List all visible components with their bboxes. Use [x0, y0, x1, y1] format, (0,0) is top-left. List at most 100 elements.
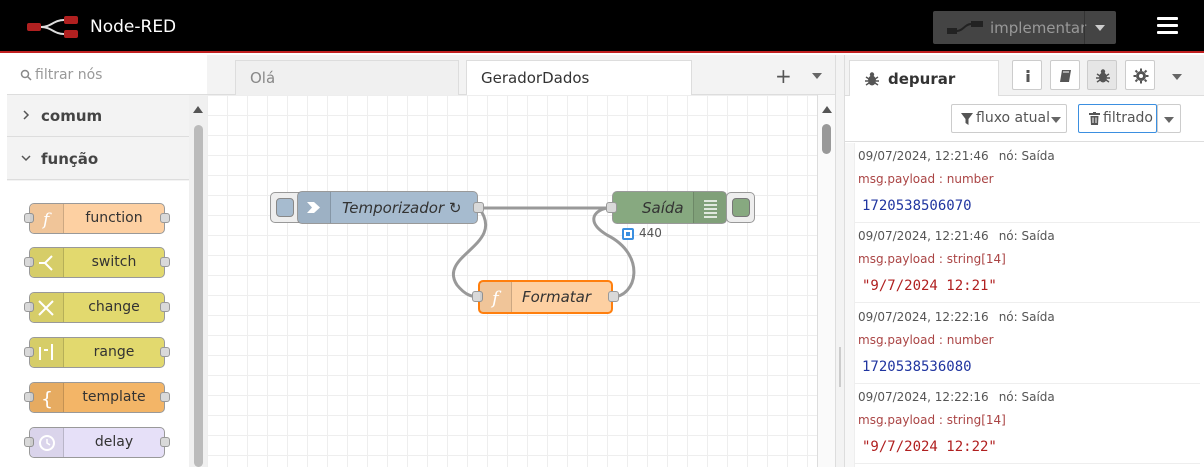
- palette-node-switch[interactable]: switch: [24, 247, 170, 278]
- message-path[interactable]: msg.payload : string[14]: [858, 252, 1006, 266]
- flow-node-label: Formatar: [522, 288, 592, 306]
- input-port[interactable]: [472, 291, 483, 302]
- bug-icon: [865, 72, 879, 86]
- config-tab-button[interactable]: [1125, 60, 1155, 90]
- flow-wires: [451, 206, 636, 299]
- search-icon: [20, 69, 32, 81]
- chevron-right-icon: [23, 110, 30, 120]
- splitter-grip[interactable]: [839, 347, 841, 387]
- message-node[interactable]: nó: Saída: [998, 229, 1055, 243]
- input-port: [24, 437, 34, 447]
- scroll-up-icon[interactable]: [822, 105, 832, 113]
- help-tab-button[interactable]: [1050, 60, 1080, 90]
- message-node[interactable]: nó: Saída: [998, 149, 1055, 163]
- info-tab-button[interactable]: [1012, 60, 1042, 90]
- main-menu-hamburger-icon[interactable]: [1157, 17, 1178, 35]
- palette-scroll-thumb[interactable]: [194, 125, 203, 467]
- flow-node-saida[interactable]: Saída: [606, 191, 727, 224]
- tab-label: GeradorDados: [481, 69, 590, 87]
- chevron-down-icon: [21, 155, 31, 162]
- palette-category-funcao[interactable]: função: [7, 138, 189, 180]
- palette-node-range[interactable]: range: [24, 337, 170, 368]
- message-path[interactable]: msg.payload : string[14]: [858, 413, 1006, 427]
- function-icon: f: [30, 204, 64, 233]
- scroll-up-icon[interactable]: [193, 105, 203, 113]
- message-node[interactable]: nó: Saída: [998, 390, 1055, 404]
- add-flow-button[interactable]: +: [775, 64, 792, 88]
- output-port: [160, 302, 170, 312]
- message-value[interactable]: 1720538536080: [862, 359, 972, 375]
- flow-node-temporizador[interactable]: Temporizador ↻: [297, 191, 484, 224]
- palette-node-template[interactable]: { template: [24, 382, 170, 413]
- deploy-separator: [1084, 11, 1085, 44]
- palette-node-function[interactable]: f function: [24, 203, 170, 234]
- workspace-scroll-thumb[interactable]: [822, 124, 831, 154]
- workspace-tabs: Olá GeradorDados +: [207, 55, 835, 96]
- debug-message[interactable]: 09/07/2024, 12:22:16 nó: Saída msg.payloa…: [855, 304, 1200, 384]
- info-icon: [1026, 70, 1030, 82]
- message-timestamp: 09/07/2024, 12:22:16: [858, 310, 989, 324]
- palette-category-label: comum: [41, 107, 103, 125]
- clear-options-button[interactable]: [1157, 104, 1181, 133]
- deploy-label: implementar: [990, 19, 1087, 37]
- palette-node-label: change: [88, 299, 140, 315]
- inject-button-face[interactable]: [276, 198, 294, 217]
- tab-geradordados[interactable]: GeradorDados: [466, 60, 692, 96]
- message-meta: 09/07/2024, 12:22:16 nó: Saída: [858, 310, 1055, 324]
- message-path[interactable]: msg.payload : number: [858, 333, 994, 347]
- flow-node-formatar[interactable]: f Formatar: [472, 280, 619, 314]
- message-value[interactable]: 1720538506070: [862, 198, 972, 214]
- output-port[interactable]: [608, 291, 619, 302]
- flow-canvas[interactable]: Temporizador ↻ Saída 440 f Formatar: [207, 95, 817, 467]
- svg-text:f: f: [41, 210, 52, 230]
- output-port: [160, 437, 170, 447]
- message-value[interactable]: "9/7/2024 12:22": [862, 439, 997, 455]
- wire[interactable]: [451, 207, 488, 299]
- chevron-down-icon: [1164, 117, 1174, 123]
- palette-node-label: range: [93, 344, 135, 360]
- message-path[interactable]: msg.payload : number: [858, 172, 994, 186]
- output-port: [160, 392, 170, 402]
- input-port[interactable]: [606, 202, 617, 213]
- tab-ola[interactable]: Olá: [235, 60, 459, 96]
- filter-scope-button[interactable]: fluxo atual: [951, 104, 1067, 133]
- palette-scrollbar[interactable]: [189, 95, 207, 467]
- svg-text:{: {: [41, 388, 53, 410]
- status-dot-icon: [622, 228, 634, 240]
- gear-icon: [1133, 68, 1149, 84]
- sidebar-tabs-caret-icon[interactable]: [1172, 74, 1182, 80]
- workspace-scrollbar[interactable]: [817, 95, 835, 467]
- message-value[interactable]: "9/7/2024 12:21": [862, 278, 997, 294]
- palette-node-change[interactable]: change: [24, 292, 170, 323]
- palette-node-label: function: [85, 210, 143, 226]
- change-icon: [30, 293, 64, 322]
- wire[interactable]: [592, 206, 636, 299]
- message-node[interactable]: nó: Saída: [998, 310, 1055, 324]
- app-title: Node-RED: [90, 17, 177, 37]
- tab-debug[interactable]: depurar: [849, 60, 999, 97]
- clear-messages-button[interactable]: filtrado: [1078, 104, 1157, 133]
- svg-text:f: f: [490, 288, 502, 309]
- output-port[interactable]: [473, 202, 484, 213]
- palette-category-label: função: [41, 150, 99, 168]
- flow-node-label: Saída: [642, 199, 684, 217]
- palette-node-delay[interactable]: delay: [24, 427, 170, 458]
- palette-filter-input[interactable]: [35, 65, 195, 85]
- deploy-button[interactable]: implementar: [933, 11, 1116, 44]
- palette-filter: [7, 55, 207, 95]
- range-icon: [30, 338, 64, 367]
- status-dot-core: [626, 232, 630, 236]
- deploy-icon: [947, 21, 983, 34]
- sidebar-splitter[interactable]: [835, 55, 845, 467]
- flow-list-caret-icon[interactable]: [812, 73, 822, 79]
- debug-toggle-button[interactable]: [726, 192, 755, 223]
- debug-tab-button[interactable]: [1087, 60, 1117, 90]
- debug-toggle-face[interactable]: [732, 198, 750, 217]
- deploy-options-caret-icon[interactable]: [1095, 25, 1105, 31]
- palette-category-comum[interactable]: comum: [7, 95, 189, 137]
